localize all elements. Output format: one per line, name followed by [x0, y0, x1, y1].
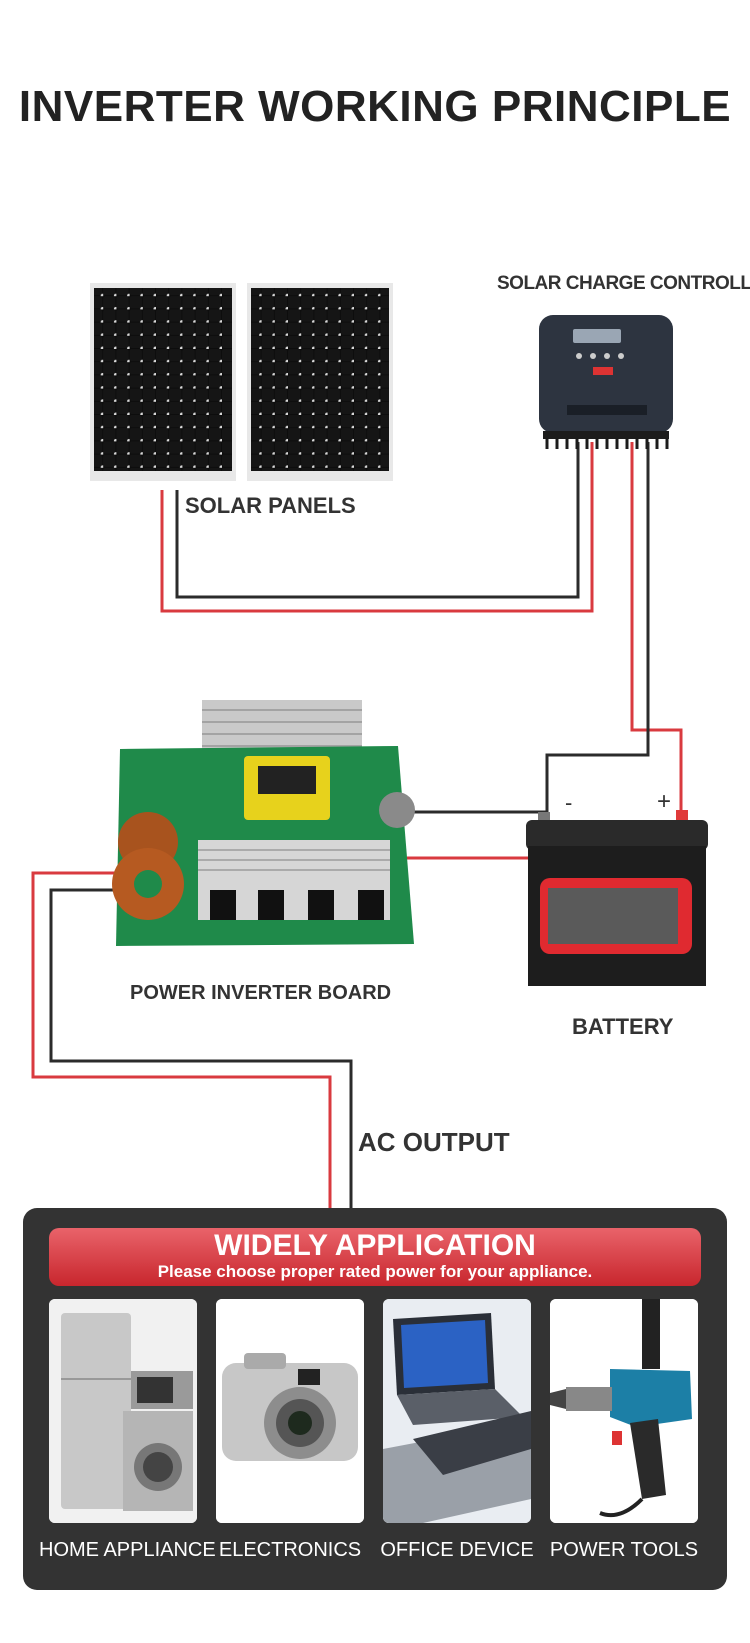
wire-panels-negative	[175, 442, 580, 599]
application-title: WIDELY APPLICATION	[214, 1229, 536, 1262]
charge-controller-image	[539, 315, 673, 449]
home-appliance-image	[49, 1299, 197, 1523]
wire-controller-battery-positive	[630, 442, 683, 812]
laptop-image	[383, 1299, 531, 1523]
battery-negative-label: -	[565, 790, 573, 815]
application-tile-power-tools	[550, 1299, 698, 1523]
application-banner: WIDELY APPLICATION Please choose proper …	[49, 1228, 701, 1286]
application-tile-office-device	[383, 1299, 531, 1523]
application-tile-home-appliance	[49, 1299, 197, 1523]
application-tile-electronics	[216, 1299, 364, 1523]
wire-ac-output-black	[49, 888, 353, 1208]
wire-panels-positive	[160, 442, 594, 613]
solar-charge-controller-label: SOLAR CHARGE CONTROLLER	[497, 273, 750, 294]
application-label-power-tools: POWER TOOLS	[549, 1539, 699, 1561]
drill-image	[550, 1299, 698, 1523]
wire-controller-battery-negative	[545, 442, 650, 812]
application-label-office-device: OFFICE DEVICE	[380, 1539, 534, 1561]
application-panel: WIDELY APPLICATION Please choose proper …	[23, 1208, 727, 1590]
application-label-electronics: ELECTRONICS	[218, 1539, 362, 1561]
solar-panels-label: SOLAR PANELS	[185, 493, 356, 518]
page-title: INVERTER WORKING PRINCIPLE	[18, 82, 732, 131]
application-label-home-appliance: HOME APPLIANCE	[39, 1539, 216, 1561]
solar-panels-image	[90, 283, 393, 481]
ac-output-label: AC OUTPUT	[358, 1127, 510, 1157]
battery-label: BATTERY	[572, 1014, 674, 1039]
wire-ac-output-red	[31, 871, 332, 1208]
power-inverter-board-image	[112, 700, 415, 946]
application-subtitle: Please choose proper rated power for you…	[157, 1262, 593, 1281]
battery-image	[526, 810, 708, 986]
power-inverter-board-label: POWER INVERTER BOARD	[130, 982, 392, 1004]
camera-image	[216, 1299, 364, 1523]
battery-positive-label: +	[657, 788, 672, 815]
